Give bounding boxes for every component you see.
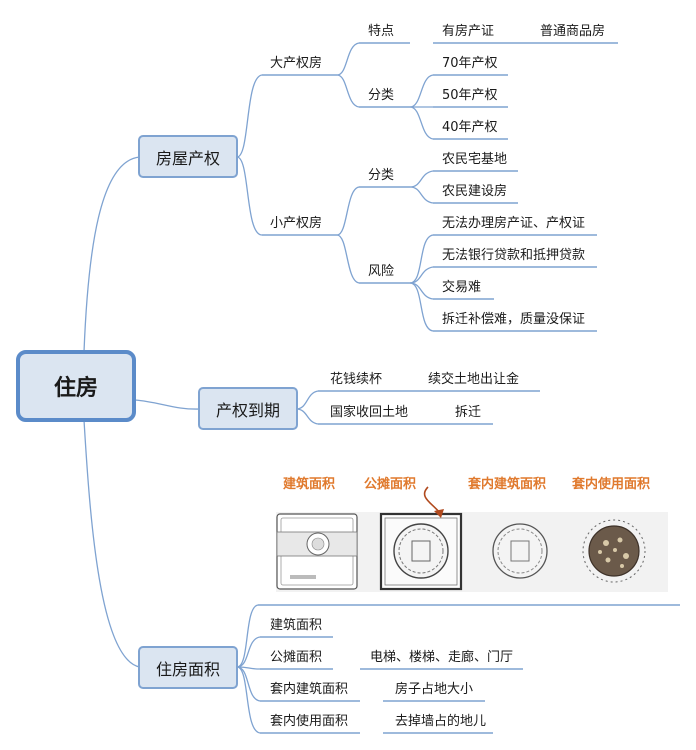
illustration-label-shared: 公摊面积 xyxy=(364,477,417,492)
year40-label: 40年产权 xyxy=(442,120,498,135)
area-inner-use-label: 套内使用面积 xyxy=(270,714,349,729)
branch-property: 房屋产权 xyxy=(138,135,238,178)
area-inner-building-label: 套内建筑面积 xyxy=(270,682,349,697)
risk-item-4: 拆迁补偿难，质量没保证 xyxy=(442,312,586,327)
farmer-built-label: 农民建设房 xyxy=(442,184,508,199)
big-property-label: 大产权房 xyxy=(270,56,323,71)
branch-expiry: 产权到期 xyxy=(198,387,298,430)
small-category-label: 分类 xyxy=(368,168,395,183)
big-feature-label: 特点 xyxy=(368,24,395,39)
big-cert-label: 有房产证 xyxy=(442,24,495,39)
area-inner-building-detail: 房子占地大小 xyxy=(395,682,474,697)
branch-area: 住房面积 xyxy=(138,646,238,689)
arrow-icon xyxy=(423,486,444,518)
illustration-label-inner-building: 套内建筑面积 xyxy=(468,477,547,492)
year70-label: 70年产权 xyxy=(442,56,498,71)
expiry-reclaim-label: 国家收回土地 xyxy=(330,405,409,420)
area-inner-use-detail: 去掉墙占的地儿 xyxy=(395,714,487,729)
risk-label: 风险 xyxy=(368,264,395,279)
risk-item-2: 无法银行贷款和抵押贷款 xyxy=(442,248,586,263)
root-node: 住房 xyxy=(16,350,136,422)
area-shared-detail: 电梯、楼梯、走廊、门厅 xyxy=(370,650,514,665)
mooncake-in-tray-icon xyxy=(379,512,463,591)
expiry-pay-label: 花钱续杯 xyxy=(330,372,383,387)
illustration-label-inner-use: 套内使用面积 xyxy=(572,477,651,492)
expiry-pay-detail: 续交土地出让金 xyxy=(428,372,520,387)
mooncake-icon xyxy=(492,523,548,579)
homestead-label: 农民宅基地 xyxy=(442,152,508,167)
small-property-label: 小产权房 xyxy=(270,216,323,231)
expiry-reclaim-detail: 拆迁 xyxy=(455,405,482,420)
risk-item-3: 交易难 xyxy=(442,280,482,295)
big-category-label: 分类 xyxy=(368,88,395,103)
illustration-label-building: 建筑面积 xyxy=(283,477,336,492)
big-house-label: 普通商品房 xyxy=(540,24,606,39)
risk-item-1: 无法办理房产证、产权证 xyxy=(442,216,586,231)
area-building-label: 建筑面积 xyxy=(270,618,323,633)
mooncake-illustration xyxy=(276,486,668,592)
mooncake-filling-icon xyxy=(582,519,646,583)
year50-label: 50年产权 xyxy=(442,88,498,103)
mooncake-box-icon xyxy=(276,513,358,590)
area-shared-label: 公摊面积 xyxy=(270,650,323,665)
